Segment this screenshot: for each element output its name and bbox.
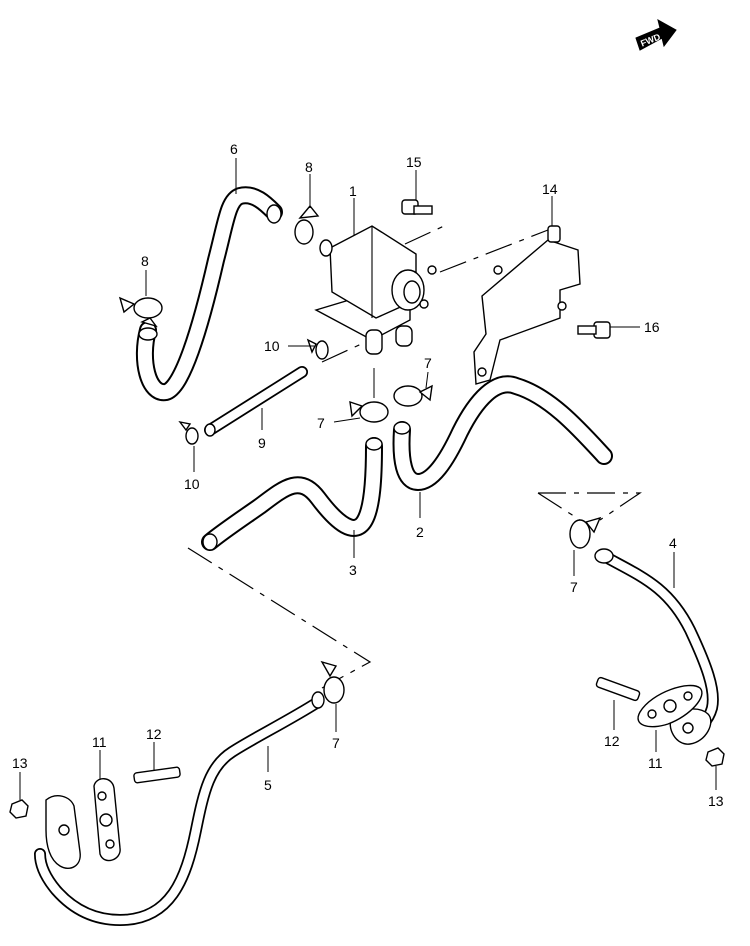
pipe-5 — [34, 691, 325, 926]
callout-12b: 12 — [604, 733, 620, 749]
callout-1: 1 — [349, 183, 357, 199]
clamp-10a — [306, 338, 329, 360]
fwd-badge-label: FWD — [639, 31, 662, 48]
clamp-10b — [178, 420, 199, 445]
hose-9 — [204, 366, 308, 437]
valve-assembly — [314, 225, 437, 355]
callout-4: 4 — [669, 535, 677, 551]
fwd-badge: FWD — [635, 19, 677, 51]
stud-12a — [133, 766, 181, 784]
callout-5: 5 — [264, 777, 272, 793]
callout-14: 14 — [542, 181, 558, 197]
callout-13b: 13 — [708, 793, 724, 809]
callout-10a: 10 — [264, 338, 280, 354]
callout-7a: 7 — [424, 355, 432, 371]
forward-arrow-icon — [635, 19, 677, 51]
callout-9: 9 — [258, 435, 266, 451]
callout-7b: 7 — [317, 415, 325, 431]
callout-16: 16 — [644, 319, 660, 335]
nut-13b — [705, 747, 725, 767]
hose-2 — [392, 375, 613, 491]
clamp-7a — [393, 384, 433, 407]
callout-10b: 10 — [184, 476, 200, 492]
bracket-14 — [473, 225, 581, 385]
bolt-15 — [401, 199, 433, 215]
clamp-8b — [118, 296, 163, 328]
callout-2: 2 — [416, 524, 424, 540]
callout-8b: 8 — [141, 253, 149, 269]
nut-13a — [9, 799, 29, 819]
gasket-11a — [93, 778, 121, 862]
clamp-7b — [349, 400, 389, 423]
callout-6: 6 — [230, 141, 238, 157]
callout-3: 3 — [349, 562, 357, 578]
callout-13a: 13 — [12, 755, 28, 771]
callout-11a: 11 — [92, 734, 107, 750]
callout-11b: 11 — [648, 755, 663, 771]
callout-7c: 7 — [570, 579, 578, 595]
hose-6 — [135, 186, 283, 402]
leader-lines — [19, 158, 717, 800]
callout-15: 15 — [406, 154, 422, 170]
callout-12a: 12 — [146, 726, 162, 742]
bolt-16 — [577, 321, 611, 339]
callout-7d: 7 — [332, 735, 340, 751]
clamp-8a — [294, 204, 320, 245]
gasket-11b — [637, 684, 703, 728]
hose-3 — [201, 437, 383, 551]
callout-8a: 8 — [305, 159, 313, 175]
clamp-7d — [320, 660, 345, 704]
callout-labels: 6 8 1 15 14 8 16 10 7 7 9 10 2 3 4 7 7 1… — [12, 141, 724, 809]
stud-12b — [595, 676, 641, 702]
clamp-7c — [569, 516, 602, 549]
